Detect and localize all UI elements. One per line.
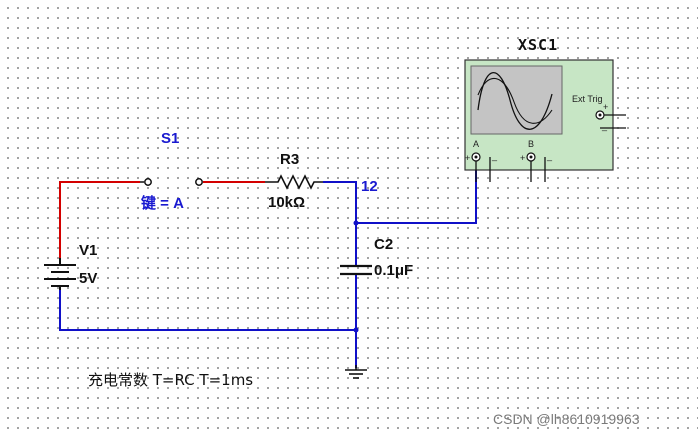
resistor-value-label: 10kΩ bbox=[268, 194, 306, 211]
resistor-symbol[interactable] bbox=[265, 174, 323, 190]
battery-ref-label: V1 bbox=[79, 242, 98, 259]
channel-a-label: A bbox=[473, 139, 480, 149]
wire-battery-to-switch[interactable] bbox=[59, 181, 140, 258]
switch-ref-label: S1 bbox=[161, 130, 180, 147]
waveform-icon bbox=[477, 77, 553, 124]
channel-a-minus-label: _ bbox=[492, 151, 498, 161]
capacitor-symbol[interactable] bbox=[340, 264, 372, 276]
switch-key-label[interactable]: 键 = A bbox=[141, 195, 184, 212]
oscilloscope-screen bbox=[470, 65, 563, 135]
channel-b-minus-label: _ bbox=[547, 151, 553, 161]
switch-symbol[interactable] bbox=[140, 178, 203, 186]
channel-b-label: B bbox=[528, 139, 535, 149]
battery-value-label: 5V bbox=[79, 270, 98, 287]
wire-battery-to-ground[interactable] bbox=[59, 288, 356, 331]
oscilloscope-ref-label: XSC1 bbox=[518, 36, 559, 54]
ext-trig-minus-label: _ bbox=[602, 121, 608, 131]
ext-trig-plus-label: + bbox=[603, 102, 609, 112]
waveform-icon bbox=[477, 72, 553, 130]
oscilloscope[interactable] bbox=[464, 59, 626, 182]
battery-symbol[interactable] bbox=[44, 258, 76, 290]
ext-trig-label: Ext Trig bbox=[572, 94, 603, 104]
ground-symbol bbox=[345, 365, 367, 379]
junction-dot bbox=[353, 327, 359, 333]
time-constant-note: 充电常数 T=RC T=1ms bbox=[88, 371, 254, 389]
blue-wire-group bbox=[59, 160, 477, 368]
channel-b-plus-label: + bbox=[520, 153, 526, 163]
red-wire-group bbox=[59, 181, 265, 258]
junction-dot bbox=[353, 220, 359, 226]
channel-a-plus-label: + bbox=[465, 153, 471, 163]
watermark: CSDN @lh8610919963 bbox=[493, 411, 640, 427]
resistor-ref-label: R3 bbox=[280, 151, 300, 168]
node-number-label: 12 bbox=[361, 178, 378, 195]
wire-resistor-to-node[interactable] bbox=[323, 181, 357, 232]
capacitor-value-label: 0.1μF bbox=[374, 262, 414, 279]
capacitor-ref-label: C2 bbox=[374, 236, 394, 253]
